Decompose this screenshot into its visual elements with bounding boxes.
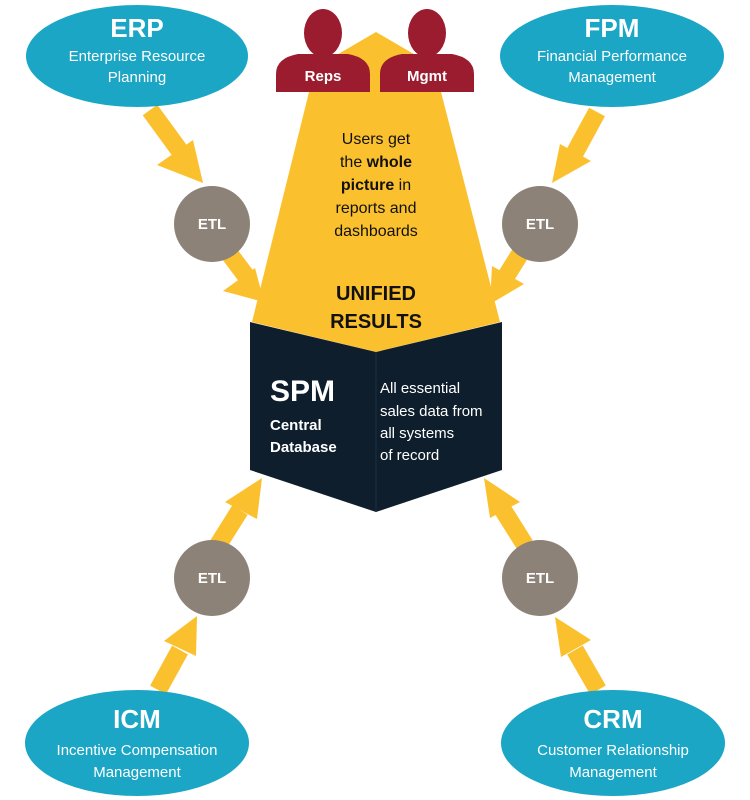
unified-results-label: UNIFIED RESULTS	[330, 283, 422, 333]
etl-label: ETL	[526, 216, 554, 233]
database-description: All essential sales data from all system…	[380, 380, 483, 464]
unified-line-1: UNIFIED	[336, 283, 416, 305]
person-icon	[380, 9, 474, 92]
system-icm: ICM Incentive Compensation Management	[25, 690, 249, 796]
database-desc-4: of record	[380, 447, 439, 464]
database-title: SPM	[270, 375, 335, 408]
system-fpm: FPM Financial Performance Management	[500, 5, 724, 107]
etl-label: ETL	[198, 570, 226, 587]
arrow-etl-to-spm-top-left	[220, 246, 264, 302]
arrow-fpm-to-etl	[552, 107, 605, 183]
message-line-2-bold: whole	[366, 154, 412, 171]
database-sub-1: Central	[270, 417, 322, 434]
crm-line-2: Management	[569, 764, 657, 781]
fpm-line-2: Management	[568, 69, 656, 86]
etl-node-top-left: ETL	[174, 186, 250, 262]
crm-abbr: CRM	[583, 704, 642, 734]
reps-label: Reps	[305, 68, 342, 85]
spm-database: SPM Central Database All essential sales…	[250, 322, 502, 512]
erp-line-1: Enterprise Resource	[69, 48, 206, 65]
etl-node-bottom-left: ETL	[174, 540, 250, 616]
fpm-line-1: Financial Performance	[537, 48, 687, 65]
message-line-2-pre: the	[340, 154, 367, 171]
system-erp: ERP Enterprise Resource Planning	[26, 5, 248, 107]
database-desc-3: all systems	[380, 425, 454, 442]
message-line-3: picture in	[341, 177, 411, 194]
icm-abbr: ICM	[113, 704, 161, 734]
unified-line-2: RESULTS	[330, 311, 422, 333]
erp-abbr: ERP	[110, 13, 163, 43]
etl-node-top-right: ETL	[502, 186, 578, 262]
message-line-3-bold: picture	[341, 177, 394, 194]
arrow-erp-to-etl	[142, 104, 203, 183]
etl-label: ETL	[198, 216, 226, 233]
database-desc-1: All essential	[380, 380, 460, 397]
person-icon	[276, 9, 370, 92]
unified-results-arrow	[252, 32, 500, 352]
system-crm: CRM Customer Relationship Management	[501, 690, 725, 796]
message-line-2: the whole	[340, 154, 412, 171]
fpm-abbr: FPM	[585, 13, 640, 43]
etl-node-bottom-right: ETL	[502, 540, 578, 616]
icm-line-1: Incentive Compensation	[57, 742, 218, 759]
mgmt-label: Mgmt	[407, 68, 447, 85]
database-sub-2: Database	[270, 439, 337, 456]
arrow-etl-to-spm-bottom-right	[484, 478, 533, 550]
arrow-crm-to-etl	[555, 617, 606, 695]
etl-label: ETL	[526, 570, 554, 587]
user-reps: Reps	[276, 9, 370, 92]
message-line-5: dashboards	[334, 223, 418, 240]
users-message: Users get the whole picture in reports a…	[334, 131, 418, 240]
icm-line-2: Management	[93, 764, 181, 781]
user-mgmt: Mgmt	[380, 9, 474, 92]
message-line-4: reports and	[336, 200, 417, 217]
arrow-etl-to-spm-top-right	[490, 249, 528, 304]
arrow-etl-to-spm-bottom-left	[210, 478, 262, 550]
message-line-1: Users get	[342, 131, 411, 148]
etl-nodes: ETL ETL ETL ETL	[174, 186, 578, 616]
arrow-icm-to-etl	[150, 616, 197, 695]
erp-line-2: Planning	[108, 69, 166, 86]
crm-line-1: Customer Relationship	[537, 742, 689, 759]
database-desc-2: sales data from	[380, 403, 483, 420]
message-line-3-post: in	[394, 177, 411, 194]
connector-arrows	[142, 104, 606, 695]
